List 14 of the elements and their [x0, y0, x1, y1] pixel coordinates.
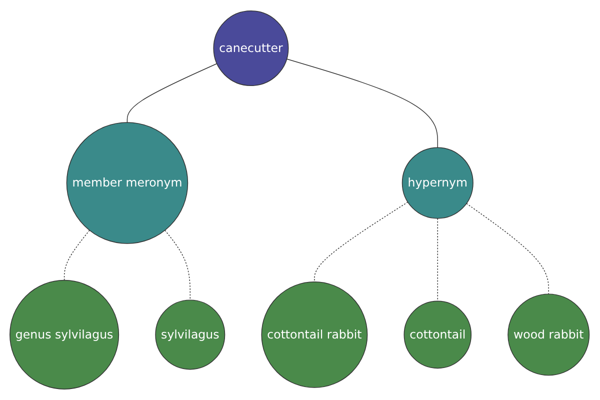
- node-circle: canecutter: [214, 10, 290, 86]
- connector: [286, 58, 438, 148]
- node-circle: member meronym: [66, 122, 189, 244]
- node-circle: cottontail rabbit: [262, 281, 368, 388]
- connector: [127, 63, 218, 123]
- node-circle: hypernym: [402, 147, 474, 219]
- connector: [165, 230, 191, 300]
- node-circle: cottontail: [404, 300, 472, 369]
- connector: [64, 230, 90, 281]
- node-circle: wood rabbit: [508, 294, 590, 376]
- connector: [466, 203, 550, 294]
- node-circle: genus sylvilagus: [10, 280, 120, 390]
- connector: [314, 202, 409, 282]
- node-circle: sylvilagus: [156, 300, 226, 370]
